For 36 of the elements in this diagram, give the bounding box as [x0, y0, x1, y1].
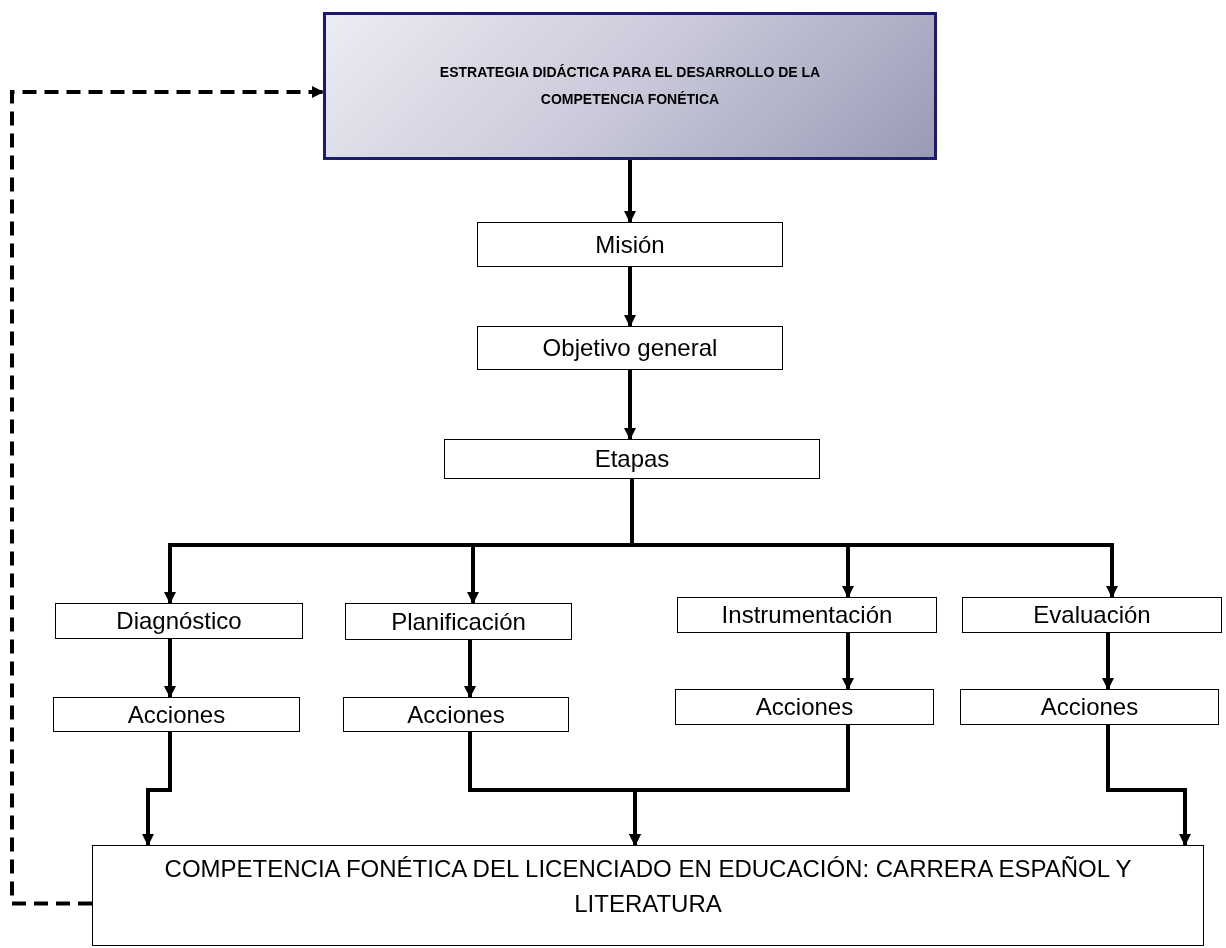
- process-box: [962, 597, 1222, 633]
- arrow: [624, 370, 636, 440]
- arrow: [1106, 725, 1191, 846]
- process-box: [677, 597, 937, 633]
- node-label: Acciones: [1040, 693, 1139, 721]
- node-label: Diagnóstico: [116, 607, 242, 635]
- dashed-feedback-arrow: [10, 86, 324, 906]
- arrow: [464, 640, 476, 698]
- process-box: [960, 689, 1219, 725]
- result-box: [92, 845, 1204, 946]
- node-label: Misión: [595, 230, 665, 259]
- node-label: Acciones: [755, 693, 854, 721]
- node-label: Instrumentación: [721, 601, 893, 629]
- arrow: [1102, 633, 1114, 690]
- process-box: [675, 689, 934, 725]
- arrow: [164, 639, 176, 698]
- arrow: [624, 267, 636, 327]
- node-label: Objetivo general: [542, 334, 718, 362]
- process-box: [477, 326, 783, 370]
- process-box: [55, 603, 303, 639]
- node-label: Etapas: [594, 445, 670, 473]
- process-box: [53, 697, 300, 732]
- arrow: [842, 633, 854, 690]
- arrow: [624, 160, 636, 223]
- process-box: [444, 439, 820, 479]
- node-label: COMPETENCIA FONÉTICA DEL LICENCIADO EN EDUCACIÓN: CARRERA ESPAÑOL Y LITERATURA: [163, 854, 1133, 919]
- process-box: [343, 697, 569, 732]
- node-label: Acciones: [407, 700, 505, 729]
- node-label: Planificación: [391, 607, 526, 636]
- node-label: Acciones: [127, 700, 226, 729]
- process-box: [477, 222, 783, 267]
- node-label: Evaluación: [1033, 601, 1151, 629]
- process-box: [345, 603, 572, 640]
- title-box: [323, 12, 937, 160]
- node-label: ESTRATEGIA DIDÁCTICA PARA EL DESARROLLO DE LA COMPETENCIA FONÉTICA: [438, 63, 822, 109]
- arrow: [142, 732, 172, 846]
